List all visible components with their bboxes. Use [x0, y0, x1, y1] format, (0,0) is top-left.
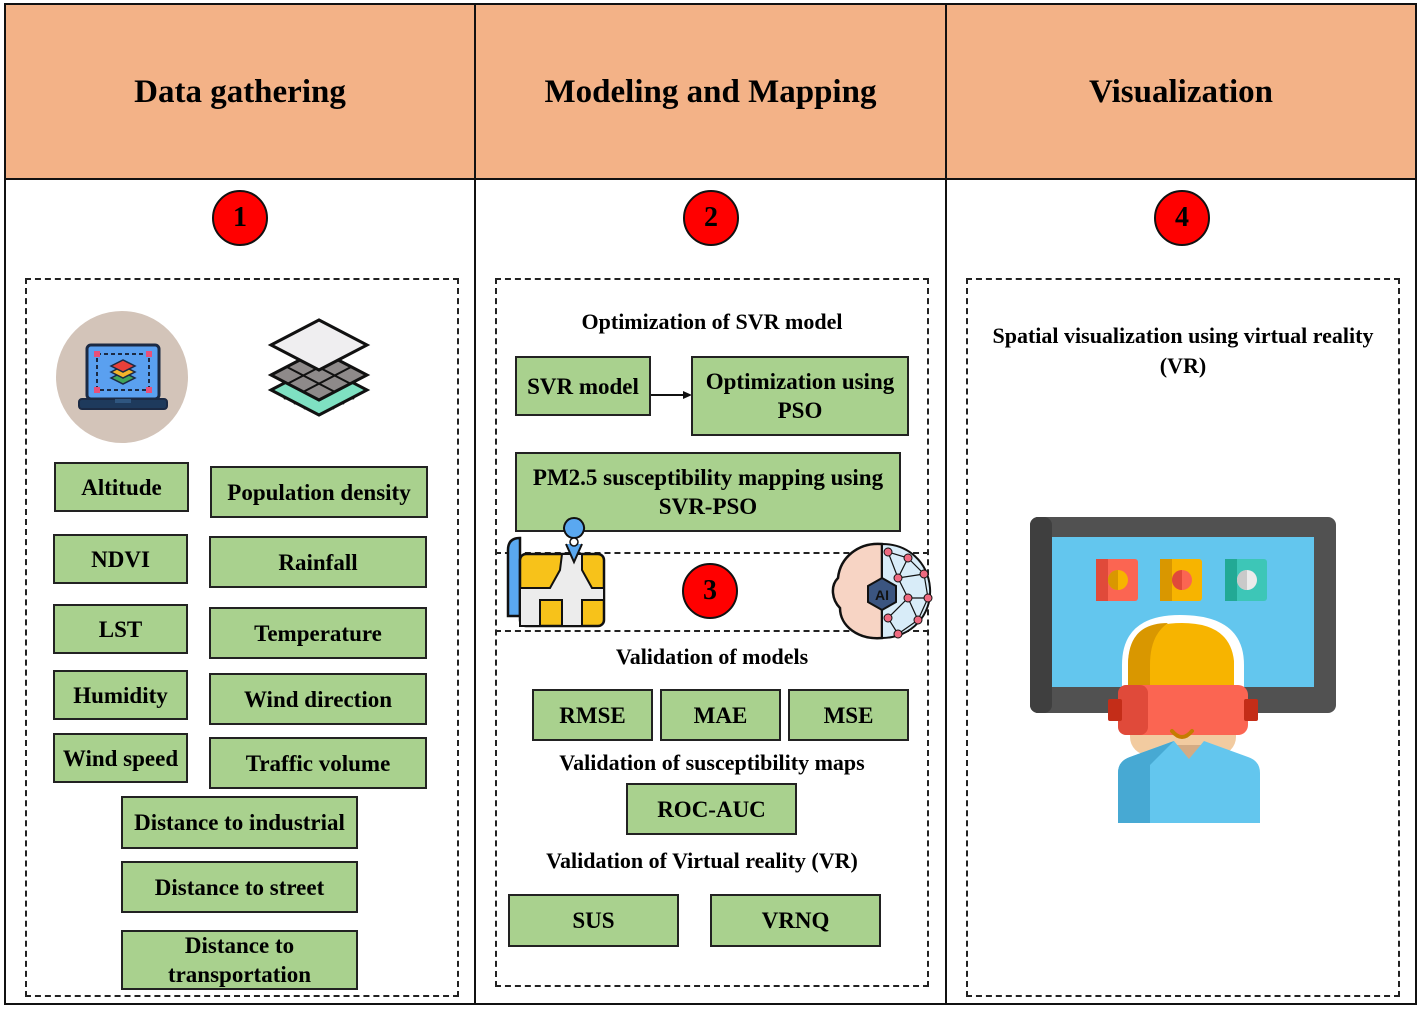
optimization-pso-box: Optimization using PSO — [691, 356, 909, 436]
factor-wind-speed: Wind speed — [53, 733, 188, 783]
metric-roc-auc: ROC-AUC — [626, 783, 797, 835]
validation-vr-title: Validation of Virtual reality (VR) — [546, 848, 858, 873]
factor-distance-transportation: Distance to transportation — [121, 930, 358, 990]
step-badge-3: 3 — [682, 563, 738, 619]
metric-vrnq: VRNQ — [710, 894, 881, 947]
stacked-layers-icon — [267, 318, 371, 417]
factor-rainfall: Rainfall — [209, 536, 427, 588]
arrow-icon — [651, 391, 692, 399]
header-modeling-mapping: Modeling and Mapping — [476, 5, 945, 179]
factor-ndvi: NDVI — [53, 534, 188, 584]
svg-text:AI: AI — [875, 587, 889, 603]
validation-maps-title: Validation of susceptibility maps — [559, 750, 865, 775]
header-divider — [4, 178, 1417, 180]
vr-user-icon — [1030, 517, 1336, 823]
step-badge-2: 2 — [683, 190, 739, 246]
factor-temperature: Temperature — [209, 607, 427, 659]
step-badge-1: 1 — [212, 190, 268, 246]
svr-model-box: SVR model — [515, 356, 651, 416]
factor-distance-industrial: Distance to industrial — [121, 796, 358, 849]
map-pin-icon — [506, 517, 606, 628]
metric-rmse: RMSE — [532, 689, 653, 741]
visualization-description: Spatial visualization using virtual real… — [992, 323, 1374, 378]
column-divider — [474, 3, 476, 1005]
metric-mse: MSE — [788, 689, 909, 741]
step-badge-4: 4 — [1154, 190, 1210, 246]
factor-lst: LST — [53, 604, 188, 654]
modeling-panel — [495, 278, 929, 987]
header-visualization: Visualization — [947, 5, 1415, 179]
factor-distance-street: Distance to street — [121, 861, 358, 913]
step3-band — [495, 552, 929, 632]
header-data-gathering: Data gathering — [6, 5, 474, 179]
mapping-box: PM2.5 susceptibility mapping using SVR-P… — [515, 452, 901, 532]
diagram-frame — [4, 3, 1417, 1005]
visualization-panel — [966, 278, 1400, 997]
factor-humidity: Humidity — [53, 670, 188, 720]
ai-brain-icon: AI — [831, 542, 933, 640]
factor-wind-direction: Wind direction — [209, 673, 427, 725]
factor-population-density: Population density — [210, 466, 428, 518]
validation-models-title: Validation of models — [615, 644, 809, 669]
data-gathering-panel — [25, 278, 459, 997]
factor-altitude: Altitude — [54, 462, 189, 512]
factor-traffic-volume: Traffic volume — [209, 737, 427, 789]
column-divider — [945, 3, 947, 1005]
metric-sus: SUS — [508, 894, 679, 947]
laptop-layers-icon — [56, 311, 188, 443]
optimization-title: Optimization of SVR model — [581, 309, 843, 334]
metric-mae: MAE — [660, 689, 781, 741]
